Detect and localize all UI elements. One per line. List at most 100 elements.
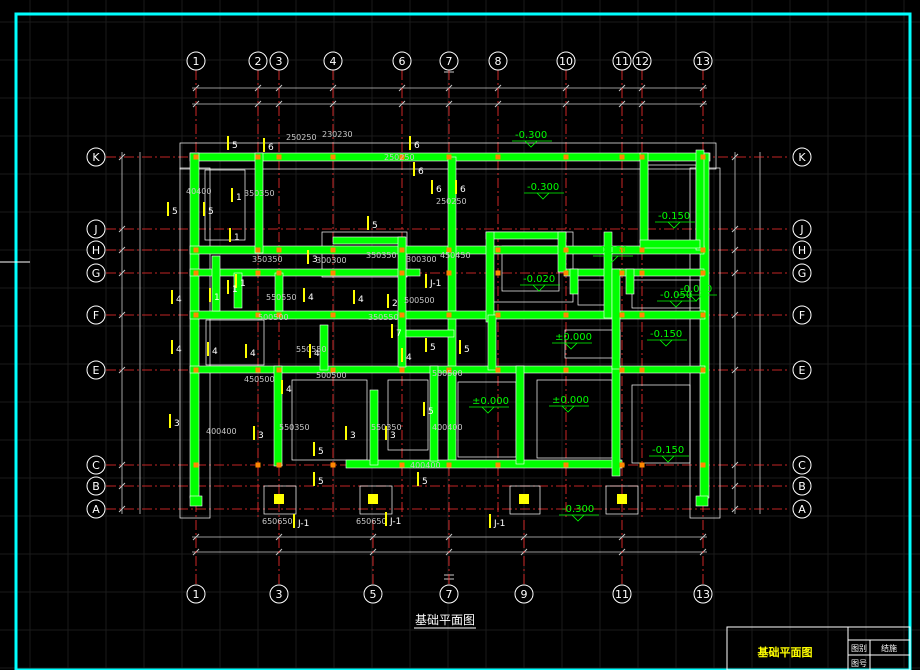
- axis-bubble-top: 6: [399, 55, 406, 68]
- dimension-tick: [192, 100, 200, 108]
- dimension-tick: [494, 100, 502, 108]
- elevation-marker: [593, 255, 633, 263]
- axis-bubble-top-circle: [693, 51, 713, 71]
- foundation-wall: [639, 239, 701, 249]
- column-node: [255, 247, 261, 253]
- foundation-wall: [369, 389, 379, 466]
- dimension-label: 450500: [244, 375, 275, 384]
- axis-bubble-bottom: 1: [193, 588, 200, 601]
- column-node: [255, 154, 261, 160]
- elevation-label: ±0.000: [472, 396, 509, 407]
- column-node: [255, 312, 261, 318]
- column-node: [446, 312, 452, 318]
- section-tag: 6: [268, 143, 274, 153]
- column-node: [639, 247, 645, 253]
- elevation-marker: [520, 284, 560, 292]
- axis-bubble-left: H: [92, 244, 100, 257]
- title-block-label-sheet-no: 图号: [851, 659, 867, 668]
- axis-bubble-right-circle: [792, 219, 812, 239]
- dimension-tick: [118, 366, 126, 374]
- axis-bubble-bottom-circle: [612, 584, 632, 604]
- section-tag: 5: [208, 207, 214, 217]
- foundation-wall: [274, 272, 284, 312]
- foundation-wall: [487, 314, 497, 371]
- axis-bubble-left: J: [93, 223, 97, 236]
- dimension-label: 550550: [296, 345, 327, 354]
- column-node: [399, 367, 405, 373]
- axis-bubble-left: E: [93, 364, 100, 377]
- column-node: [276, 312, 282, 318]
- dimension-label: 650650: [356, 517, 387, 526]
- dimension-label: 550350: [279, 423, 310, 432]
- axis-bubble-left: G: [92, 267, 101, 280]
- dimension-label: 550550: [266, 293, 297, 302]
- column-node: [639, 462, 645, 468]
- dimension-tick: [118, 246, 126, 254]
- axis-bubble-right: J: [799, 223, 803, 236]
- foundation-wall: [569, 268, 579, 295]
- axis-bubble-bottom-circle: [186, 584, 206, 604]
- section-tag: 5: [430, 343, 436, 353]
- elevation-label: -0.150: [650, 329, 682, 340]
- section-tag: 2: [392, 299, 398, 309]
- elevation-label: ±0.000: [555, 332, 592, 343]
- axis-bubble-left: F: [93, 309, 99, 322]
- axis-bubble-top-circle: [439, 51, 459, 71]
- axis-bubble-top: 1: [193, 55, 200, 68]
- foundation-wall: [611, 268, 621, 370]
- section-tag: 6: [418, 167, 424, 177]
- dimension-tick: [445, 100, 453, 108]
- dimension-tick: [731, 246, 739, 254]
- dimension-label: 350350: [366, 251, 397, 260]
- column-node: [495, 270, 501, 276]
- title-block-label-drawing-no: 图别: [851, 644, 867, 653]
- drawing-title: 基础平面图: [415, 613, 475, 627]
- section-tag: 5: [422, 477, 428, 487]
- footing-outline: [509, 485, 541, 515]
- column-node: [255, 367, 261, 373]
- column-node: [495, 154, 501, 160]
- dimension-label: 230230: [322, 130, 353, 139]
- footing-outline: [605, 485, 639, 515]
- column-node: [446, 462, 452, 468]
- dimension-tick: [118, 461, 126, 469]
- axis-bubble-top-circle: [556, 51, 576, 71]
- axis-bubble-right-circle: [792, 476, 812, 496]
- section-tag: 5: [428, 407, 434, 417]
- elevation-label: -0.050: [680, 284, 712, 295]
- dimension-tick: [275, 100, 283, 108]
- column-node: [276, 154, 282, 160]
- dimension-tick: [118, 505, 126, 513]
- dimension-label: 500500: [404, 296, 435, 305]
- dimension-tick: [192, 533, 200, 541]
- elevation-label: -0.150: [658, 211, 690, 222]
- foundation-wall: [211, 255, 221, 312]
- axis-bubble-left: C: [92, 459, 100, 472]
- section-tag: 4: [358, 295, 364, 305]
- dimension-label: 350550: [368, 313, 399, 322]
- foundation-wall: [273, 365, 283, 467]
- dimension-tick: [445, 533, 453, 541]
- elevation-marker: [524, 192, 564, 200]
- dimension-label: 350350: [244, 189, 275, 198]
- column-node: [700, 367, 706, 373]
- section-tag: 1: [236, 193, 242, 203]
- column-node: [619, 270, 625, 276]
- column-square: [368, 494, 378, 504]
- column-node: [276, 270, 282, 276]
- footing-outline: [205, 319, 265, 366]
- column-node: [193, 462, 199, 468]
- column-node: [639, 154, 645, 160]
- axis-bubble-top: 12: [635, 55, 649, 68]
- section-tag: 5: [318, 447, 324, 457]
- axis-bubble-top-circle: [612, 51, 632, 71]
- foundation-wall: [485, 231, 567, 240]
- footing-outline: [291, 379, 368, 461]
- column-node: [446, 154, 452, 160]
- column-node: [619, 312, 625, 318]
- elevation-marker: [469, 406, 509, 414]
- column-node: [563, 367, 569, 373]
- elevation-label: -0.300: [562, 504, 594, 515]
- axis-bubble-top: 13: [696, 55, 710, 68]
- axis-bubble-left-circle: [86, 305, 106, 325]
